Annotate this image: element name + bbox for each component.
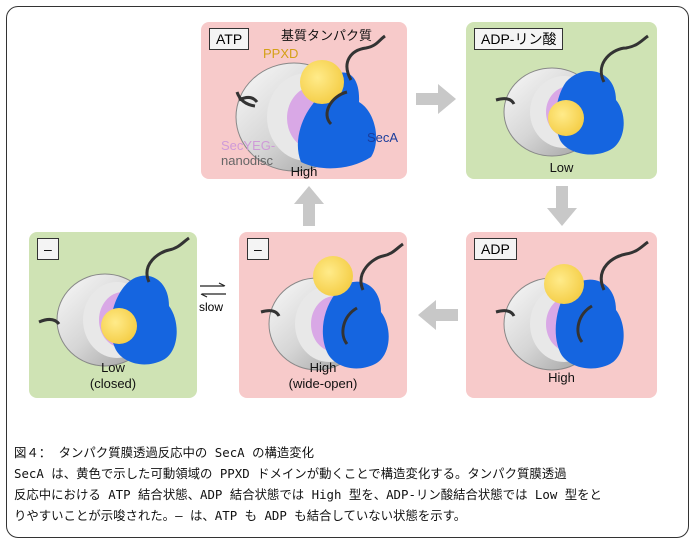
arrow-left-icon bbox=[418, 300, 458, 330]
state-closed: Low (closed) bbox=[89, 360, 137, 391]
state-adp-pi: Low bbox=[549, 160, 574, 175]
seca-molecule-atp bbox=[235, 34, 386, 172]
seca-molecule-adp-pi bbox=[495, 34, 649, 157]
tag-adp-pi: ADP-リン酸 bbox=[474, 28, 564, 50]
caption-title: 図４： タンパク質膜透過反応中の SecA の構造変化 bbox=[14, 445, 315, 460]
arrow-down-icon bbox=[547, 186, 577, 226]
state-atp: High bbox=[290, 164, 318, 179]
seca-molecule-wide-open bbox=[260, 242, 404, 371]
tag-adp: ADP bbox=[474, 238, 517, 260]
figure-caption: 図４： タンパク質膜透過反応中の SecA の構造変化 SecA は、黄色で示し… bbox=[14, 442, 684, 526]
tag-none-wide-open: – bbox=[247, 238, 269, 260]
tag-atp: ATP bbox=[209, 28, 250, 50]
ppxd-label: PPXD bbox=[263, 46, 299, 61]
panel-none-closed: – Low (closed) bbox=[29, 232, 197, 398]
seca-molecule-adp bbox=[495, 240, 649, 371]
state-wide-open: High (wide-open) bbox=[288, 360, 358, 391]
state-adp: High bbox=[548, 370, 575, 385]
caption-line-1: SecA は、黄色で示した可動領域の PPXD ドメインが動くことで構造変化する… bbox=[14, 466, 567, 481]
slow-label: slow bbox=[198, 300, 223, 314]
panel-none-wide-open: – High (wide-open) bbox=[239, 232, 407, 398]
seca-label: SecA bbox=[367, 130, 399, 145]
substrate-label: 基質タンパク質 bbox=[281, 28, 373, 43]
equilibrium-arrows-icon bbox=[200, 282, 226, 298]
panel-adp: ADP High bbox=[466, 232, 657, 398]
seca-molecule-closed bbox=[38, 236, 190, 367]
caption-line-3: りやすいことが示唆された。– は、ATP も ADP も結合していない状態を示す… bbox=[14, 508, 467, 523]
arrow-up-icon bbox=[294, 186, 324, 226]
secyeg-label: SecYEG- nanodisc bbox=[221, 138, 276, 168]
panel-adp-pi: ADP-リン酸 Low bbox=[466, 22, 657, 179]
caption-line-2: 反応中における ATP 結合状態、ADP 結合状態では High 型を、ADP-… bbox=[14, 487, 602, 502]
panel-atp: ATP 基質タンパク質 PPXD SecA SecYEG- nanodisc H… bbox=[201, 22, 407, 179]
arrow-right-icon bbox=[416, 84, 456, 114]
tag-none-closed: – bbox=[37, 238, 59, 260]
